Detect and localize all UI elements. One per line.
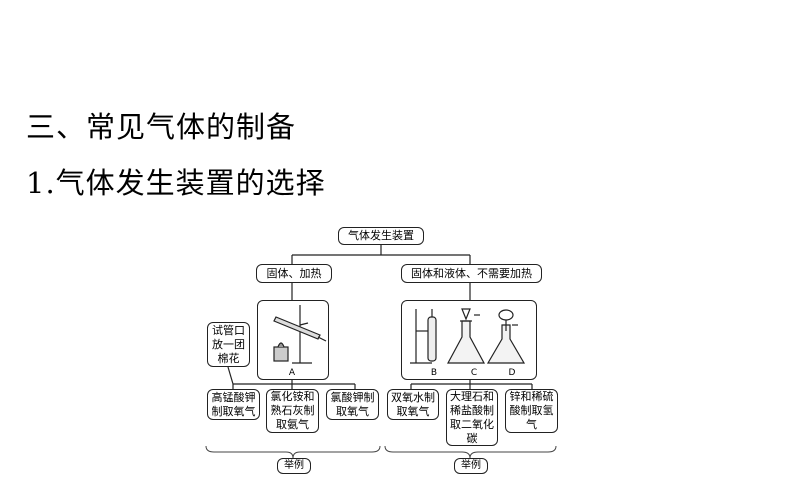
apparatus-bcd-box: B C D [401,300,537,380]
solid-liquid-apparatus: B C D [410,308,526,378]
test-tube-heating-apparatus: A [273,305,327,378]
label-c: C [471,368,477,378]
example-zn: 锌和稀硫酸制取氢气 [505,389,558,433]
subsection-heading: 1.气体发生装置的选择 [26,166,326,200]
caption-left: 举例 [277,458,311,474]
branch-solid-heating: 固体、加热 [256,264,332,283]
example-kclo3: 氯酸钾制取氧气 [326,389,379,420]
label-b: B [431,368,437,378]
branch-solid-liquid: 固体和液体、不需要加热 [401,264,542,283]
example-kmno4: 高锰酸钾制取氧气 [207,389,260,420]
note-cotton: 试管口放一团棉花 [207,322,250,367]
section-heading: 三、常见气体的制备 [26,110,297,144]
example-h2o2: 双氧水制取氧气 [387,389,439,420]
example-nh4cl: 氯化铵和熟石灰制取氨气 [266,389,319,433]
apparatus-a-box: A [257,300,329,380]
example-caco3: 大理石和稀盐酸制取二氧化碳 [446,389,498,446]
root-node: 气体发生装置 [338,227,424,245]
caption-right: 举例 [454,458,488,474]
label-a: A [289,368,296,378]
label-d: D [509,368,516,378]
